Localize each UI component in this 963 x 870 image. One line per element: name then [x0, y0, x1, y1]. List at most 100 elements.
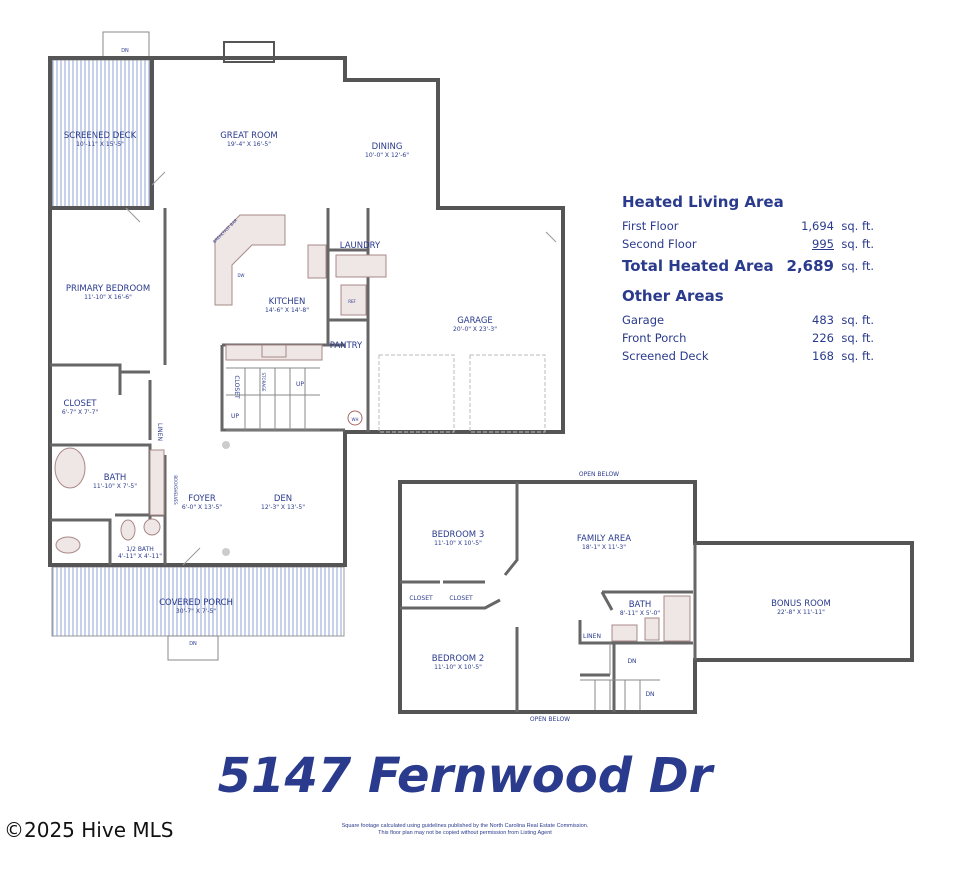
closet-label: CLOSET — [233, 375, 240, 399]
washer-dryer — [335, 254, 387, 278]
covered-porch-area — [51, 566, 345, 637]
closet-label: CLOSET — [449, 595, 473, 602]
area-unit: sq. ft. — [841, 331, 874, 345]
dn-label: DN — [627, 658, 636, 665]
bath-toilet — [644, 617, 660, 641]
room-dims: 19'-4" X 16'-5" — [227, 141, 271, 148]
deck-steps — [102, 31, 150, 59]
dn-label: DN — [189, 641, 197, 647]
second-floor: BEDROOM 3 11'-10" X 10'-5" FAMILY AREA 1… — [398, 471, 914, 723]
area-label: Screened Deck — [622, 349, 709, 363]
double-vanity — [149, 449, 165, 516]
room-name: BATH — [629, 600, 652, 610]
bathtub — [54, 447, 86, 489]
open-below-label: OPEN BELOW — [579, 471, 619, 478]
room-dims: 10'-11" X 15'-5" — [76, 141, 124, 148]
half-bath-sink — [143, 518, 161, 536]
area-value: 226 — [812, 331, 834, 345]
watermark: ©2025 Hive MLS — [4, 818, 174, 842]
second-floor-stairs — [580, 643, 660, 710]
room-dims: 18'-1" X 11'-3" — [582, 544, 626, 551]
area-row: Second Floor 995 sq. ft. — [622, 235, 874, 253]
room-name: 1/2 BATH — [126, 546, 154, 553]
room-dims: 12'-3" X 13'-5" — [261, 504, 305, 511]
linen-label: LINEN — [156, 423, 163, 441]
room-name: FAMILY AREA — [577, 534, 631, 544]
area-unit: sq. ft. — [841, 219, 874, 233]
laundry-label: LAUNDRY — [340, 241, 381, 251]
room-name: COVERED PORCH — [159, 598, 233, 608]
dw-label: DW — [237, 273, 244, 278]
second-floor-exterior — [398, 480, 914, 714]
area-value: 995 — [812, 237, 834, 251]
area-unit: sq. ft. — [841, 237, 874, 251]
area-value: 1,694 — [801, 219, 834, 233]
area-row: First Floor 1,694 sq. ft. — [622, 217, 874, 235]
storage-label: STORAGE — [261, 372, 266, 392]
linen-label: LINEN — [583, 633, 601, 640]
half-bath-toilet — [120, 519, 136, 541]
open-below-label: OPEN BELOW — [530, 716, 570, 723]
room-dims: 10'-0" X 12'-6" — [365, 152, 409, 159]
room-dims: 11'-10" X 10'-5" — [434, 540, 482, 547]
room-name: BEDROOM 2 — [432, 654, 484, 664]
area-label: Total Heated Area — [622, 257, 774, 275]
up-label: UP — [296, 381, 304, 388]
room-dims: 6'-0" X 13'-5" — [182, 504, 222, 511]
dn-label: DN — [121, 48, 129, 54]
heated-area-heading: Heated Living Area — [622, 193, 784, 211]
room-name: SCREENED DECK — [64, 131, 137, 141]
range — [261, 344, 287, 358]
bookshelves-label: BOOKSHELVES — [173, 475, 178, 505]
area-label: Second Floor — [622, 237, 697, 251]
up-label: UP — [231, 413, 239, 420]
second-floor-interior-walls — [400, 482, 697, 712]
room-dims: 22'-8" X 11'-11" — [777, 609, 825, 616]
refrigerator — [340, 284, 367, 316]
room-name: CLOSET — [63, 399, 97, 409]
room-name: PRIMARY BEDROOM — [66, 284, 150, 294]
area-unit: sq. ft. — [841, 349, 874, 363]
room-name: KITCHEN — [269, 297, 306, 307]
pantry-label: PANTRY — [330, 341, 363, 351]
room-dims: 20'-0" X 23'-3" — [453, 326, 497, 333]
stairs — [226, 367, 320, 431]
other-areas-heading: Other Areas — [622, 287, 724, 305]
room-dims: 11'-10" X 10'-5" — [434, 664, 482, 671]
area-label: Front Porch — [622, 331, 687, 345]
room-name: GARAGE — [457, 316, 493, 326]
disclaimer-line: This floor plan may not be copied withou… — [378, 830, 552, 836]
kitchen-island-counter — [214, 214, 286, 306]
column — [222, 548, 230, 556]
area-value: 483 — [812, 313, 834, 327]
room-name: FOYER — [188, 494, 216, 504]
water-heater — [347, 410, 363, 426]
room-dims: 11'-10" X 7'-5" — [93, 483, 137, 490]
room-name: DINING — [372, 142, 403, 152]
disclaimer-line: Square footage calculated using guidelin… — [341, 823, 589, 829]
room-name: BONUS ROOM — [771, 599, 831, 609]
toilet — [55, 536, 81, 554]
bath-sink — [611, 624, 638, 642]
column — [222, 441, 230, 449]
area-unit: sq. ft. — [841, 313, 874, 327]
room-dims: 30'-7" X 7'-5" — [176, 608, 216, 615]
dn-label: DN — [645, 691, 654, 698]
closet-label: CLOSET — [409, 595, 433, 602]
doors — [125, 171, 557, 566]
room-dims: 6'-7" X 7'-7" — [62, 409, 99, 416]
area-row: Front Porch 226 sq. ft. — [622, 329, 874, 347]
area-label: First Floor — [622, 219, 679, 233]
room-name: DEN — [274, 494, 292, 504]
garage-door-left — [378, 354, 455, 433]
ref-label: REF — [348, 299, 356, 304]
room-dims: 14'-6" X 14'-8" — [265, 307, 309, 314]
room-dims: 4'-11" X 4'-11" — [118, 553, 162, 560]
area-unit: sq. ft. — [841, 259, 874, 273]
room-dims: 8'-11" X 5'-0" — [620, 610, 660, 617]
water-heater-label: WH — [352, 417, 359, 422]
screened-deck-area — [51, 59, 151, 209]
property-address: 5147 Fernwood Dr — [217, 748, 713, 804]
